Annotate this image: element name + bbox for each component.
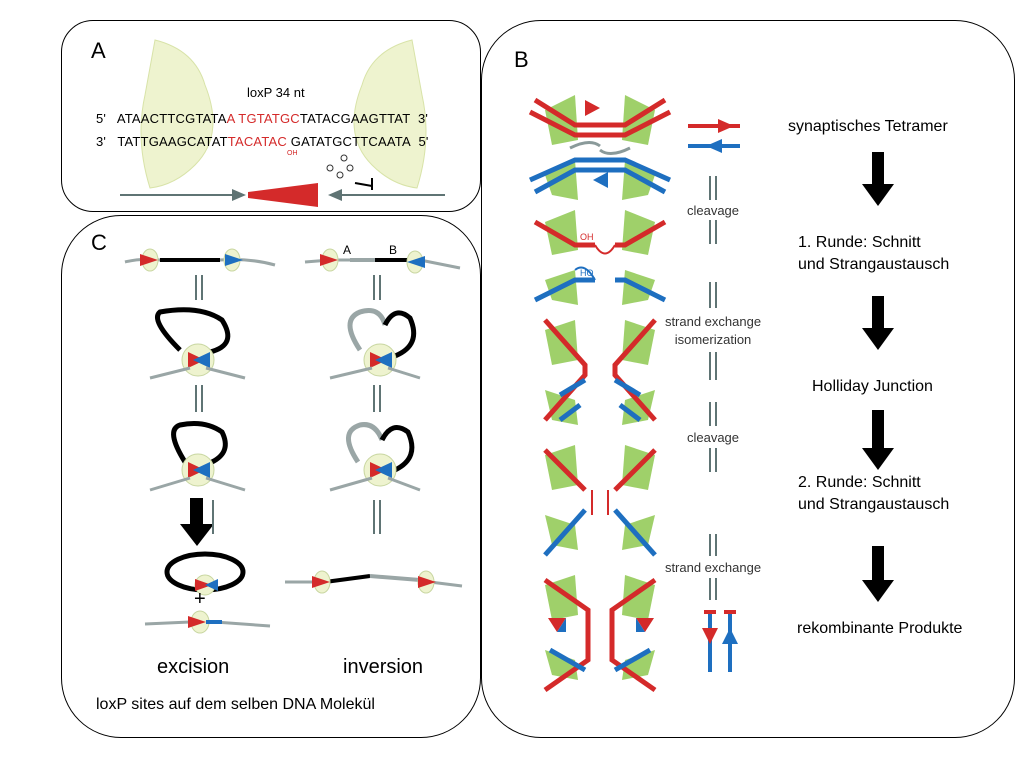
top-seq-mid: A TGTATGC: [226, 111, 300, 126]
panel-a-label: A: [91, 38, 106, 63]
ho-label-b: HO: [580, 268, 594, 278]
stage-label-products: rekombinante Produkte: [797, 620, 963, 637]
bottom-seq-left: TATTGAAGCATAT: [117, 134, 228, 149]
panel-c-label: C: [91, 230, 107, 255]
top-seq-right: TATACGAAGTTAT: [299, 111, 411, 126]
cre-lobe-left: [140, 39, 214, 189]
step-cleavage-1: cleavage: [686, 203, 740, 218]
stage-label-tetramer: synaptisches Tetramer: [788, 118, 948, 135]
inversion-label-b: B: [389, 243, 398, 257]
oh-label-a: OH: [287, 150, 298, 157]
top-strand: 5' ATAACTTCGTATAA TGTATGCTATACGAAGTTAT 3…: [96, 111, 428, 126]
inversion-label: inversion: [343, 656, 424, 678]
panel-b-label: B: [514, 47, 529, 72]
excision-pathway: [124, 248, 276, 634]
stage-synaptic-tetramer: [528, 95, 672, 200]
inversion-pathway: [285, 248, 463, 594]
black-stage-arrows: [862, 152, 894, 602]
stage-label-round1-a: 1. Runde: Schnitt: [798, 234, 921, 251]
stage-second-cleavage: [543, 445, 657, 557]
stage-label-round2-b: und Strangaustausch: [798, 496, 950, 513]
bottom-suffix: 5': [418, 134, 429, 149]
inversion-label-a: A: [343, 243, 352, 257]
step-isomerization: isomerization: [674, 332, 752, 347]
stage-products: [543, 575, 657, 693]
cre-lobe-right: [353, 39, 427, 189]
step-strand-exchange-2: strand exchange: [664, 560, 762, 575]
bottom-seq-right: GATATGCTTCAATA: [290, 134, 411, 149]
plus-sign: +: [194, 588, 206, 610]
panel-c: [61, 215, 481, 738]
schematic-tetramer: [688, 119, 740, 153]
bottom-prefix: 3': [96, 134, 107, 149]
stage-label-holliday: Holliday Junction: [812, 378, 933, 395]
stage-cleaved: [533, 210, 667, 305]
loxp-label: loxP 34 nt: [247, 85, 305, 100]
oh-label-b: OH: [580, 232, 594, 242]
step-cleavage-2: cleavage: [686, 430, 740, 445]
stage-holliday: [543, 318, 657, 425]
top-suffix: 3': [417, 111, 429, 126]
schematic-products: [702, 610, 738, 672]
stage-label-round2-a: 2. Runde: Schnitt: [798, 474, 921, 491]
loxp-wedge: [248, 183, 318, 207]
bottom-seq-mid: TACATAC: [227, 134, 287, 149]
panel-c-footer: loxP sites auf dem selben DNA Molekül: [96, 696, 375, 713]
bottom-strand: 3' TATTGAAGCATATTACATAC GATATGCTTCAATA 5…: [96, 134, 429, 149]
top-seq-left: ATAACTTCGTATA: [116, 111, 227, 126]
step-strand-exchange-1: strand exchange: [664, 314, 762, 329]
excision-label: excision: [157, 656, 230, 678]
stage-label-round1-b: und Strangaustausch: [798, 256, 950, 273]
top-prefix: 5': [96, 111, 107, 126]
